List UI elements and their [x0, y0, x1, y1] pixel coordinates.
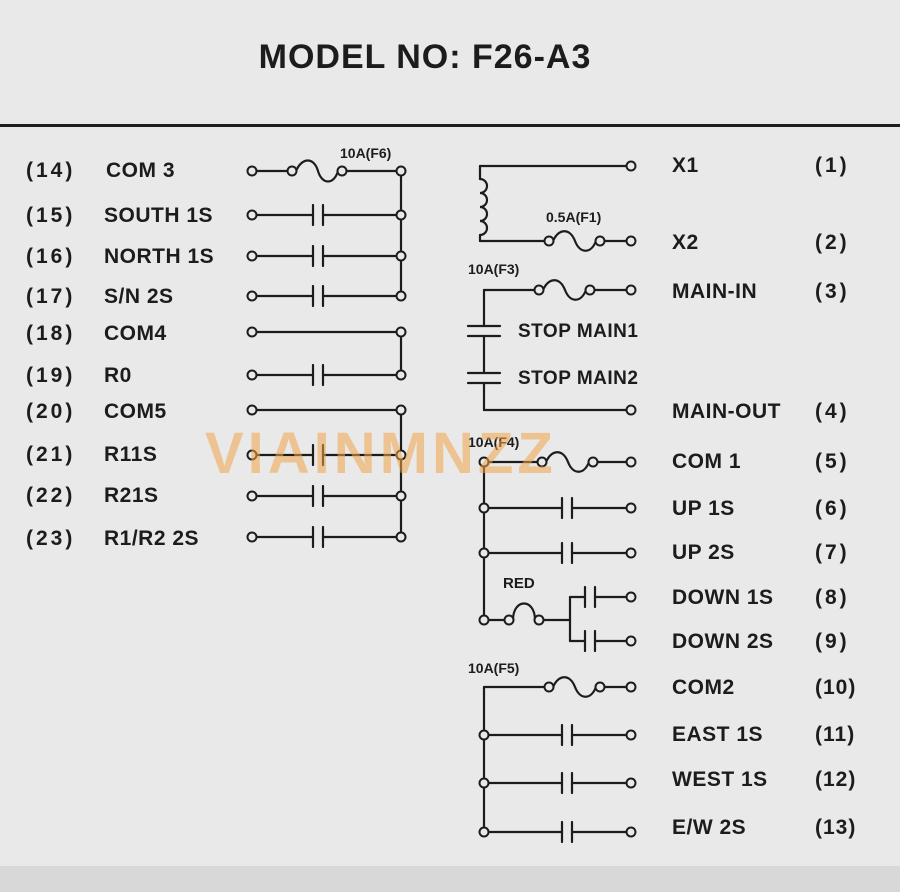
terminal-9-number: (9) [815, 630, 850, 653]
terminal-1-label: X1 [672, 154, 699, 177]
terminal-9-label: DOWN 2S [672, 630, 774, 653]
model-title: MODEL NO: F26-A3 [258, 38, 592, 76]
stop-main1-label: STOP MAIN1 [518, 321, 639, 342]
coil-circuit [478, 164, 629, 252]
com1-circuit [482, 451, 629, 653]
com3-fuse-line [255, 159, 403, 183]
header-divider [0, 124, 900, 127]
fuse-f3-label: 10A(F3) [468, 261, 520, 277]
terminal-3-label: MAIN-IN [672, 280, 758, 303]
terminal-20-label: COM5 [104, 400, 167, 423]
terminal-7-number: (7) [815, 541, 850, 564]
red-label: RED [503, 575, 535, 592]
terminal-18-number: (18) [26, 322, 76, 345]
terminal-14-number: (14) [26, 159, 76, 182]
terminal-19-number: (19) [26, 364, 76, 387]
brand-watermark: VIAINMNZZ [205, 421, 557, 486]
terminal-21-label: R11S [104, 443, 158, 466]
terminal-1-number: (1) [815, 154, 850, 177]
terminal-19-label: R0 [104, 364, 132, 387]
terminal-6-number: (6) [815, 497, 850, 520]
fuse-f4-label: 10A(F4) [468, 434, 520, 450]
terminal-16-label: NORTH 1S [104, 245, 215, 268]
com2-circuit [482, 676, 629, 844]
terminal-22-label: R21S [104, 484, 159, 507]
terminal-3-number: (3) [815, 280, 850, 303]
fuse-f6-label: 10A(F6) [340, 145, 392, 161]
bottom-band [0, 866, 900, 892]
terminal-4-label: MAIN-OUT [672, 400, 781, 423]
terminal-2-number: (2) [815, 231, 850, 254]
terminal-7-label: UP 2S [672, 541, 735, 564]
terminal-13-label: E/W 2S [672, 816, 747, 839]
terminal-15-number: (15) [26, 204, 76, 227]
terminal-22-number: (22) [26, 484, 76, 507]
terminal-11-number: (11) [815, 723, 856, 746]
terminal-13-number: (13) [815, 816, 857, 839]
stop-main2-label: STOP MAIN2 [518, 368, 639, 389]
terminal-8-number: (8) [815, 586, 850, 609]
terminal-17-number: (17) [26, 285, 76, 308]
terminal-23-label: R1/R2 2S [104, 527, 200, 550]
terminal-6-label: UP 1S [672, 497, 735, 520]
terminal-20-number: (20) [26, 400, 76, 423]
fuse-f1-label: 0.5A(F1) [546, 209, 602, 225]
terminal-10-label: COM2 [672, 676, 735, 699]
left-contact-lines [255, 203, 403, 549]
terminal-14-label: COM 3 [106, 159, 176, 182]
terminal-5-label: COM 1 [672, 450, 742, 473]
terminal-17-label: S/N 2S [104, 285, 174, 308]
terminal-11-label: EAST 1S [672, 723, 764, 746]
terminal-5-number: (5) [815, 450, 850, 473]
terminal-23-number: (23) [26, 527, 76, 550]
terminal-12-label: WEST 1S [672, 768, 768, 791]
terminal-10-number: (10) [815, 676, 857, 699]
terminal-2-label: X2 [672, 231, 699, 254]
fuse-f5-label: 10A(F5) [468, 660, 520, 676]
terminal-8-label: DOWN 1S [672, 586, 774, 609]
main-stop-circuit [466, 279, 629, 412]
terminal-4-number: (4) [815, 400, 850, 423]
terminal-18-label: COM4 [104, 322, 167, 345]
terminal-12-number: (12) [815, 768, 857, 791]
terminal-15-label: SOUTH 1S [104, 204, 214, 227]
terminal-circles [246, 160, 637, 838]
terminal-21-number: (21) [26, 443, 76, 466]
terminal-16-number: (16) [26, 245, 76, 268]
